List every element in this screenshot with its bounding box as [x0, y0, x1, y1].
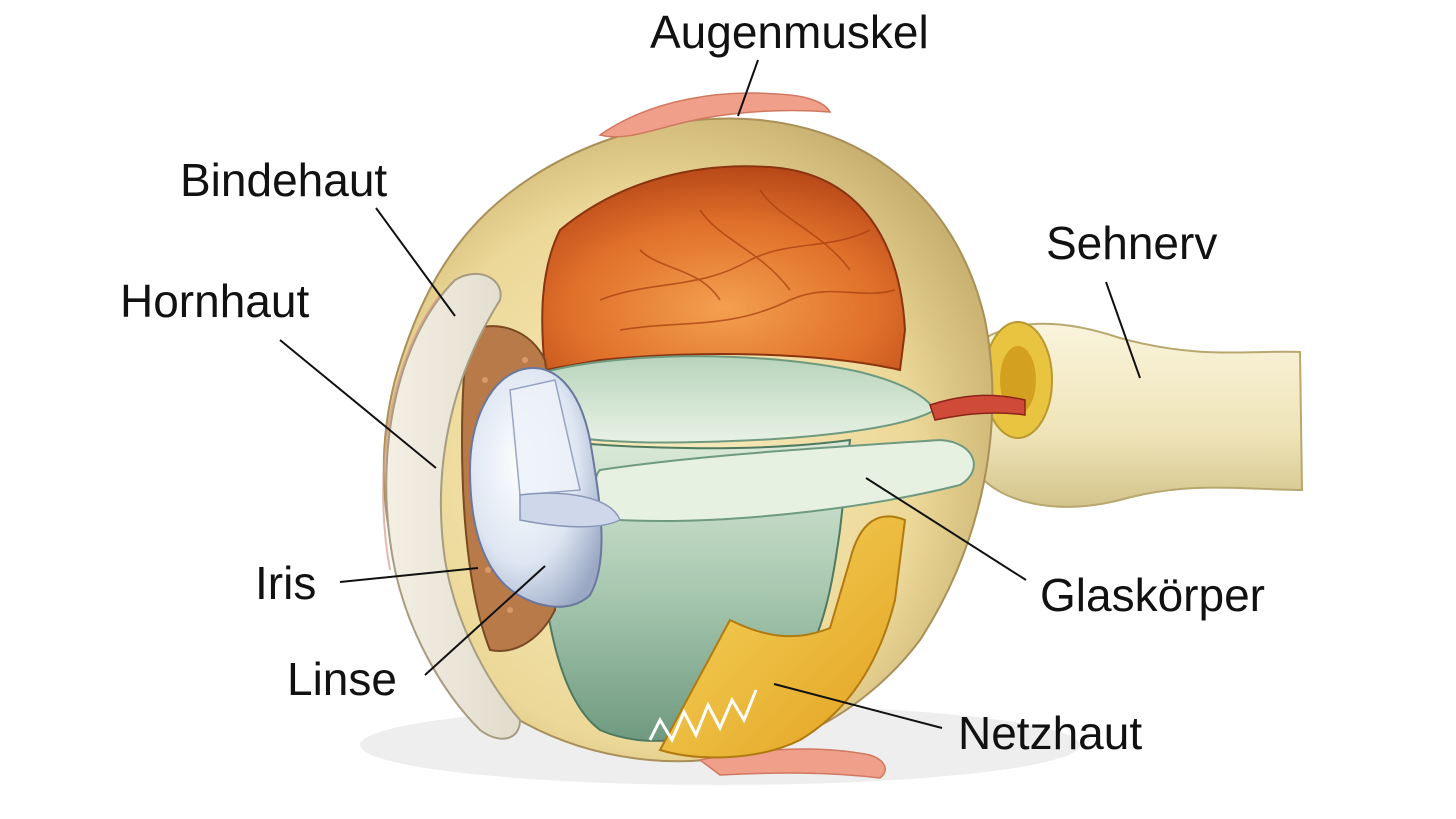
label-sehnerv: Sehnerv	[1046, 217, 1218, 269]
label-linse: Linse	[287, 653, 397, 705]
upper-eye-muscle	[598, 92, 832, 138]
label-netzhaut: Netzhaut	[958, 707, 1143, 759]
retina-edge	[648, 689, 758, 744]
label-glaskoerper: Glaskörper	[1040, 569, 1265, 621]
conjunctiva	[382, 294, 441, 571]
leader-sehnerv	[1105, 281, 1141, 379]
label-bindehaut: Bindehaut	[180, 154, 388, 206]
retina	[658, 515, 907, 759]
leader-bindehaut	[375, 207, 456, 317]
leader-iris	[339, 567, 479, 583]
cornea	[385, 273, 522, 740]
leader-hornhaut	[279, 339, 437, 469]
leader-glaskoerper	[865, 477, 1027, 581]
central-artery	[929, 394, 1026, 421]
label-augenmuskel: Augenmuskel	[650, 6, 929, 58]
leader-linse	[424, 565, 546, 676]
label-hornhaut: Hornhaut	[120, 275, 310, 327]
blood-vessels	[599, 189, 896, 331]
label-iris: Iris	[255, 557, 317, 609]
choroid	[541, 165, 907, 372]
lens	[468, 367, 621, 608]
leader-augenmuskel	[737, 59, 759, 117]
leader-lines	[279, 59, 1141, 729]
leader-netzhaut	[773, 683, 943, 729]
